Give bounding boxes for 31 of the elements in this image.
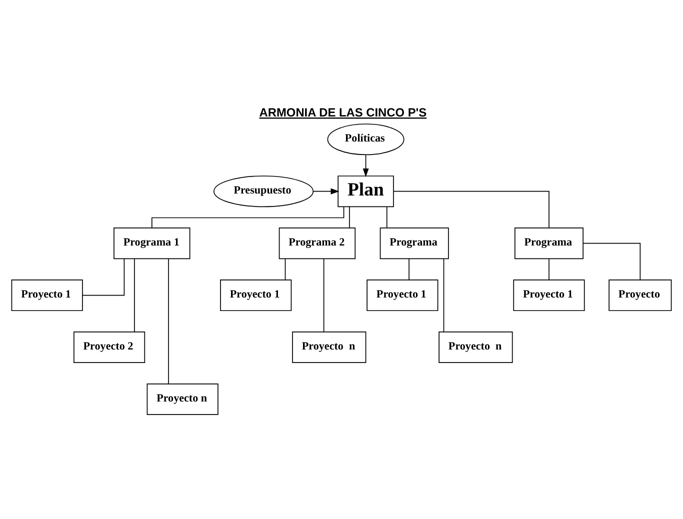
arrow <box>312 188 340 194</box>
connector <box>82 258 125 296</box>
connector <box>582 242 641 280</box>
node-box: Programa 2 <box>278 228 356 260</box>
node-box: Proyecto 1 <box>11 280 83 312</box>
connector <box>393 190 550 228</box>
node-box: Programa <box>514 228 584 260</box>
node-ellipse: Presupuesto <box>213 176 314 208</box>
node-box: Proyecto 2 <box>74 332 146 364</box>
connector <box>386 206 388 228</box>
connector <box>323 258 324 332</box>
node-box: Proyecto n <box>438 332 513 364</box>
node-box: Programa <box>380 228 449 260</box>
arrow <box>362 154 369 178</box>
connector <box>443 258 444 332</box>
connector <box>284 258 286 280</box>
connector <box>168 258 169 384</box>
node-box: Proyecto n <box>146 384 218 416</box>
node-box: Plan <box>338 176 394 208</box>
connector <box>134 258 135 332</box>
connector <box>349 206 350 228</box>
node-box: Programa 1 <box>114 228 190 260</box>
node-box: Proyecto n <box>292 332 366 364</box>
node-box: Proyecto 1 <box>513 280 585 312</box>
diagram-title: ARMONIA DE LAS CINCO P'S <box>259 106 427 120</box>
connector <box>548 258 550 280</box>
connector <box>408 258 410 280</box>
node-box: Proyecto 1 <box>366 280 438 312</box>
node-box: Proyecto <box>608 280 672 312</box>
node-ellipse: Políticas <box>327 124 404 156</box>
node-box: Proyecto 1 <box>220 280 292 312</box>
